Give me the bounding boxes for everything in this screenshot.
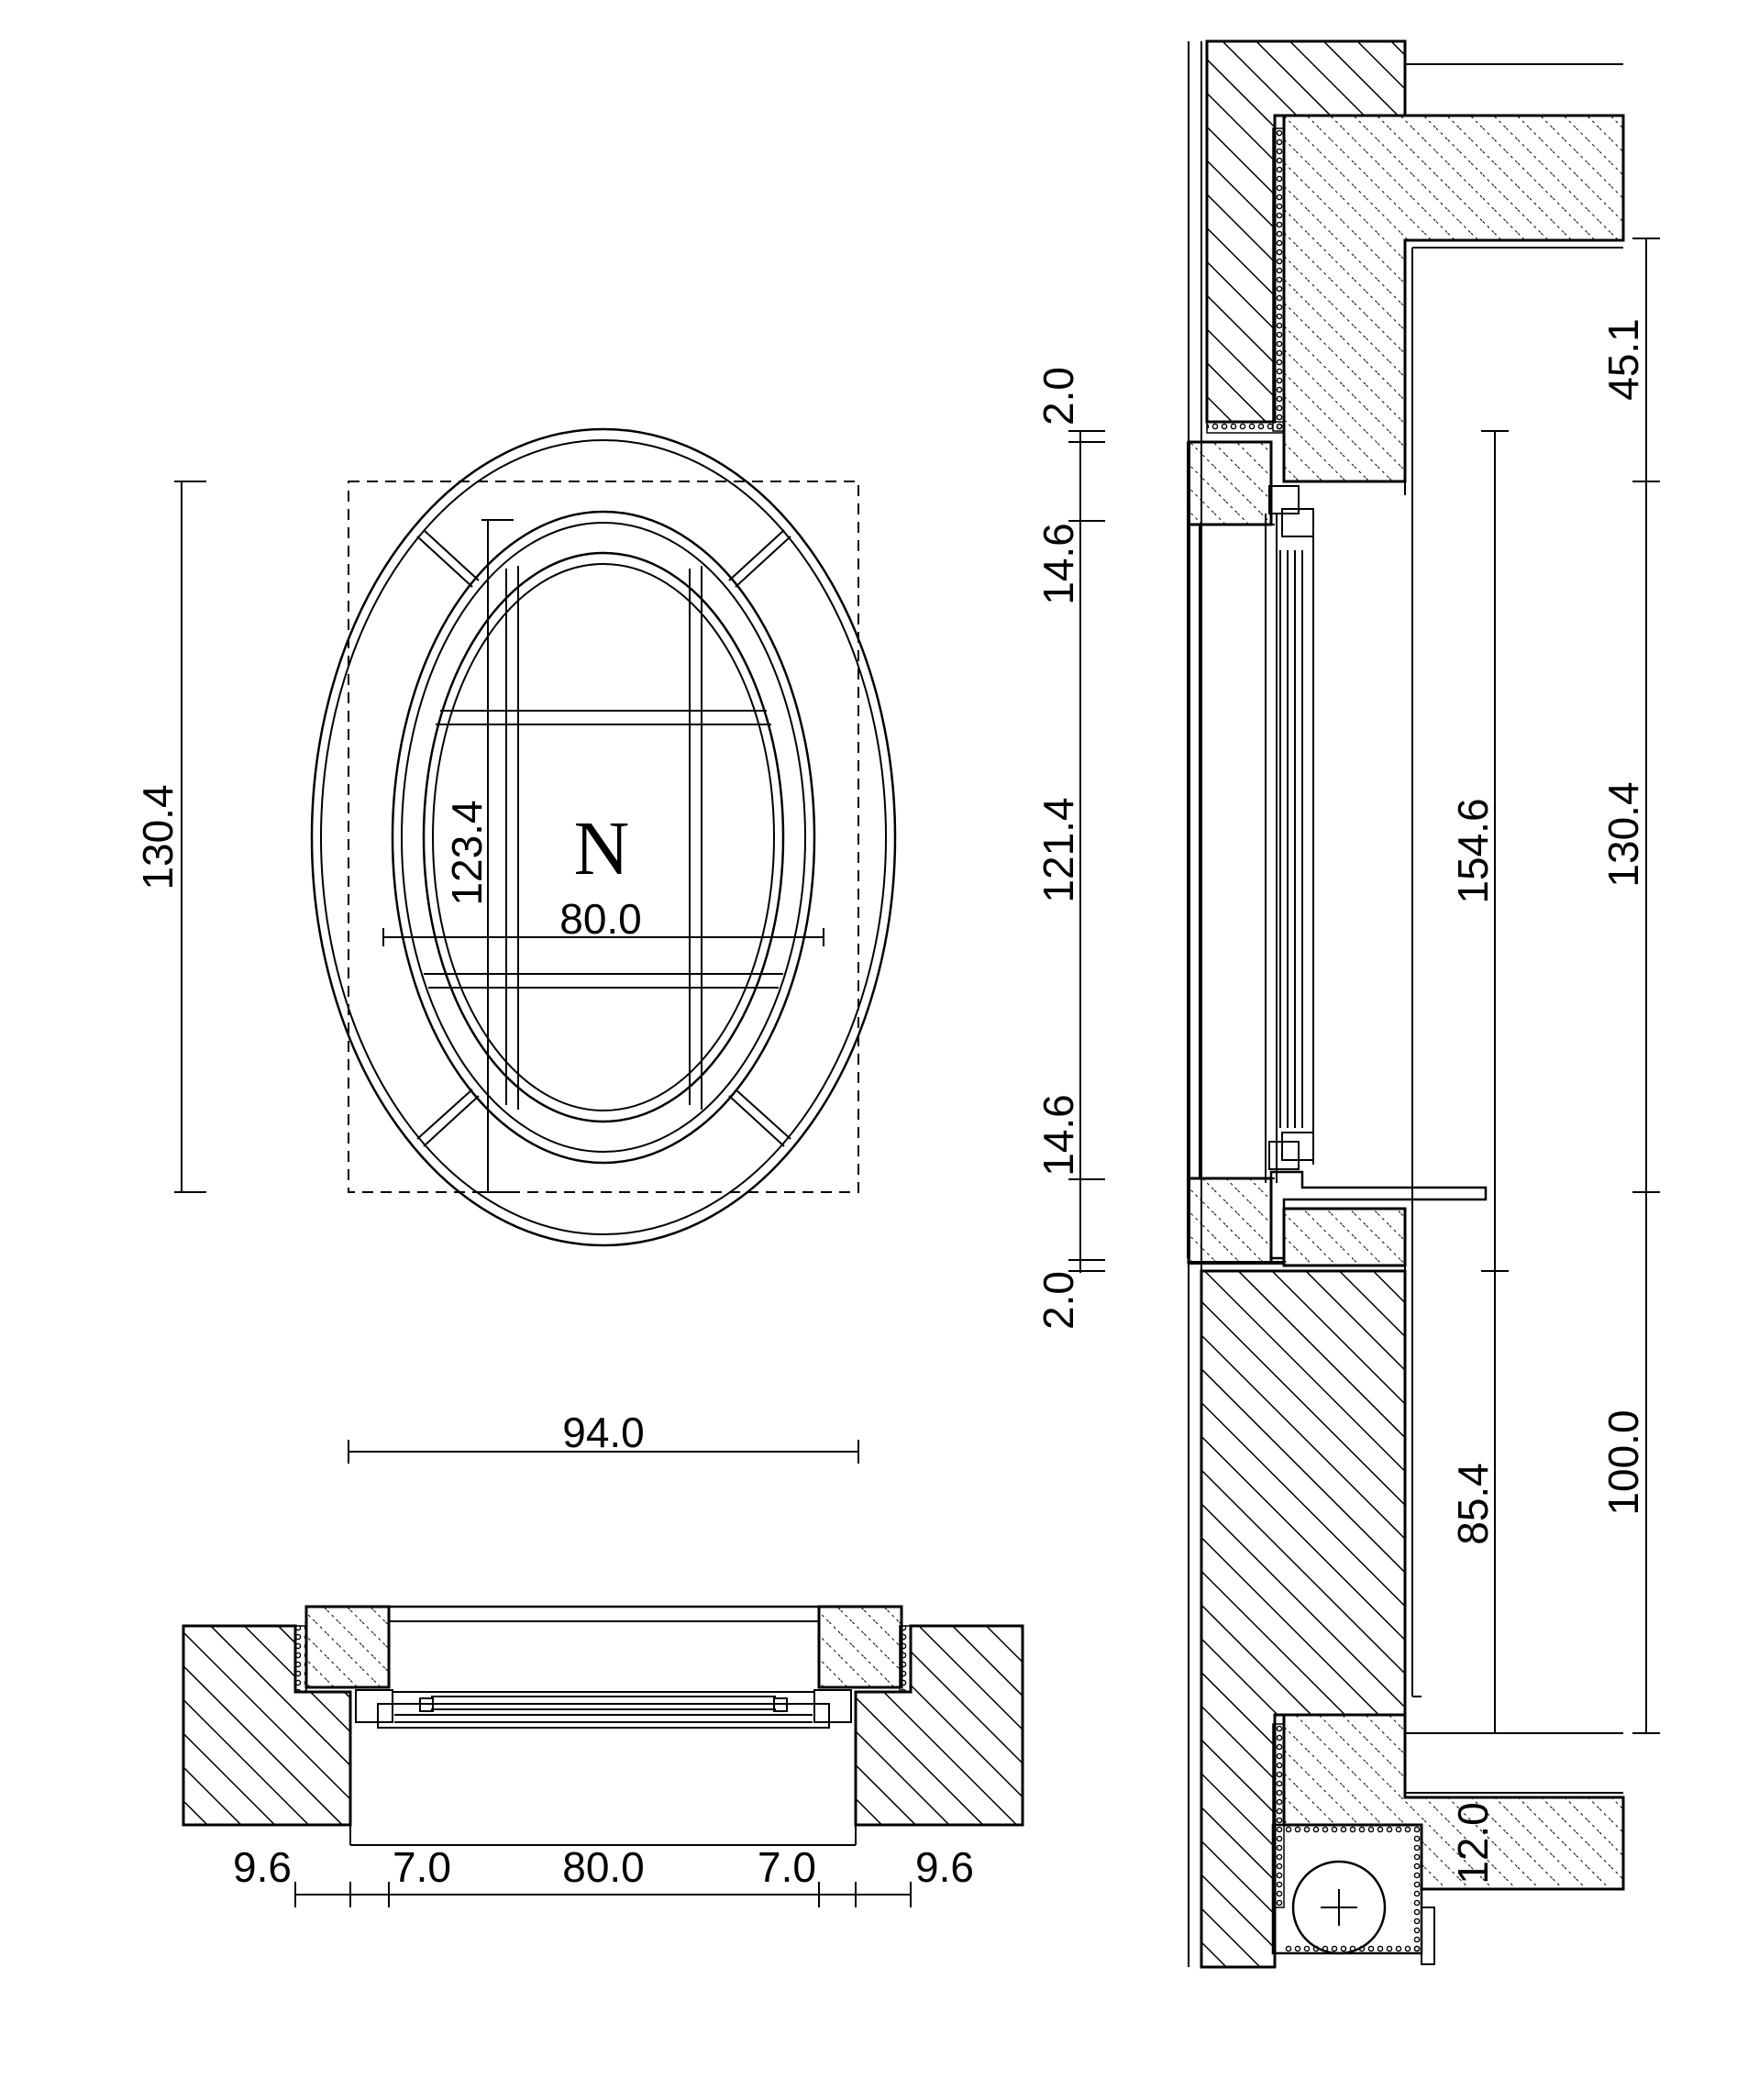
elevation-height-label: 130.4 bbox=[134, 784, 182, 890]
heating-duct bbox=[1271, 1823, 1423, 1955]
frame-outer-inner-line bbox=[320, 439, 887, 1235]
glass-height-label: 123.4 bbox=[443, 800, 491, 905]
glass-ellipse-inner bbox=[432, 563, 775, 1111]
glass-ellipse bbox=[422, 551, 785, 1123]
section-lower-wall bbox=[1200, 1269, 1407, 1969]
plan-surround-left bbox=[304, 1605, 391, 1689]
section-head-surround bbox=[1187, 440, 1273, 526]
section-lintel bbox=[1282, 114, 1625, 483]
section-sill-height-label: 100.0 bbox=[1599, 1409, 1647, 1515]
plan-window-frame bbox=[355, 1689, 852, 1729]
window-mark: N bbox=[574, 806, 630, 891]
section-insulation-top bbox=[1272, 127, 1285, 432]
opening-outline bbox=[348, 481, 859, 1193]
frame-outer bbox=[310, 427, 897, 1247]
plan-opening-label: 80.0 bbox=[562, 1843, 645, 1891]
elevation-width-dim: 94.0 bbox=[348, 1409, 859, 1464]
section-right-dim-chain: 45.1 130.4 100.0 bbox=[1599, 238, 1660, 1734]
section-top-to-ceiling-label: 45.1 bbox=[1599, 318, 1647, 401]
elevation-view: 130.4 123.4 80.0 N 94.0 bbox=[134, 427, 897, 1464]
glazing-bars bbox=[424, 566, 783, 1110]
plan-surround-right bbox=[817, 1605, 903, 1689]
vertical-section: 2.0 14.6 121.4 14.6 2.0 154.6 85.4 45.1 … bbox=[1034, 39, 1660, 1969]
plan-insulation-left bbox=[294, 1625, 307, 1693]
interior-sill-board bbox=[1269, 1170, 1488, 1260]
section-jamb-bottom-label: 14.6 bbox=[1034, 1094, 1082, 1177]
elevation-width-label: 94.0 bbox=[562, 1409, 645, 1456]
glass-height-dim: 123.4 bbox=[443, 519, 514, 1193]
section-frame-bottom-label: 2.0 bbox=[1034, 1271, 1082, 1330]
plan-dimension-chain: 9.6 7.0 80.0 7.0 9.6 bbox=[233, 1843, 974, 1907]
section-opening-overall-label: 154.6 bbox=[1449, 798, 1497, 903]
frame-joints bbox=[416, 529, 791, 1147]
plan-wall-right-label: 9.6 bbox=[915, 1843, 974, 1891]
section-sill-surround bbox=[1187, 1177, 1273, 1265]
section-opening-label: 121.4 bbox=[1034, 797, 1082, 902]
plan-wall-left-label: 9.6 bbox=[233, 1843, 292, 1891]
section-below-opening-label: 85.4 bbox=[1449, 1463, 1497, 1545]
section-sill-block bbox=[1282, 1207, 1407, 1267]
section-window-frame bbox=[1188, 485, 1314, 1183]
plan-jamb-left-label: 7.0 bbox=[393, 1843, 451, 1891]
glass-width-dim: 80.0 bbox=[382, 895, 824, 946]
sash-outer-inner-line bbox=[401, 522, 806, 1153]
heating-pipe bbox=[1291, 1860, 1387, 1955]
section-middle-dim-chain: 154.6 85.4 bbox=[1449, 430, 1509, 1734]
section-frame-top-label: 2.0 bbox=[1034, 367, 1082, 426]
plan-jamb-right-label: 7.0 bbox=[758, 1843, 816, 1891]
plan-section: 9.6 7.0 80.0 7.0 9.6 bbox=[182, 1605, 1024, 1907]
glass-width-label: 80.0 bbox=[559, 895, 642, 943]
section-left-dim-chain: 2.0 14.6 121.4 14.6 2.0 bbox=[1034, 367, 1105, 1330]
section-window-height-label: 130.4 bbox=[1599, 781, 1647, 887]
section-floor-slab-label: 12.0 bbox=[1449, 1802, 1497, 1884]
section-jamb-top-label: 14.6 bbox=[1034, 523, 1082, 605]
sash-outer bbox=[391, 510, 816, 1165]
elevation-height-dim: 130.4 bbox=[134, 481, 206, 1193]
